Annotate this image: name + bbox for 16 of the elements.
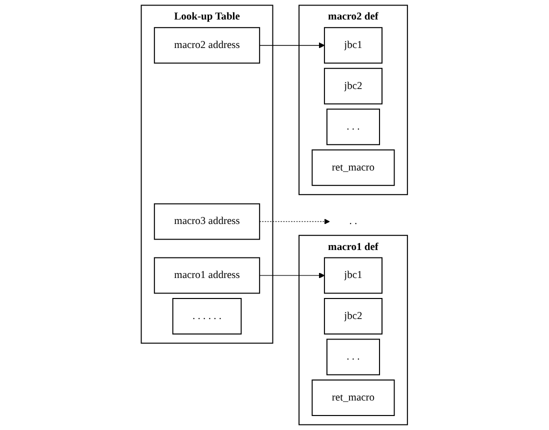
arrow <box>259 42 325 48</box>
node-box: ret_macro <box>312 380 395 416</box>
node-box: jbc1 <box>324 27 383 64</box>
node-box: macro2 address <box>154 27 260 64</box>
node-box: . . . <box>326 108 380 146</box>
node-box: macro1 address <box>154 257 260 294</box>
node-text: . . <box>349 216 358 227</box>
node-box: . . . <box>326 338 380 376</box>
arrow <box>259 218 330 224</box>
node-box: macro3 address <box>154 203 260 240</box>
node-box: jbc2 <box>324 298 383 334</box>
node-box: jbc2 <box>324 68 383 104</box>
arrow <box>259 272 325 278</box>
node-box: ret_macro <box>312 149 395 186</box>
node-box: jbc1 <box>324 257 383 294</box>
node-box: . . . . . . <box>172 298 242 334</box>
